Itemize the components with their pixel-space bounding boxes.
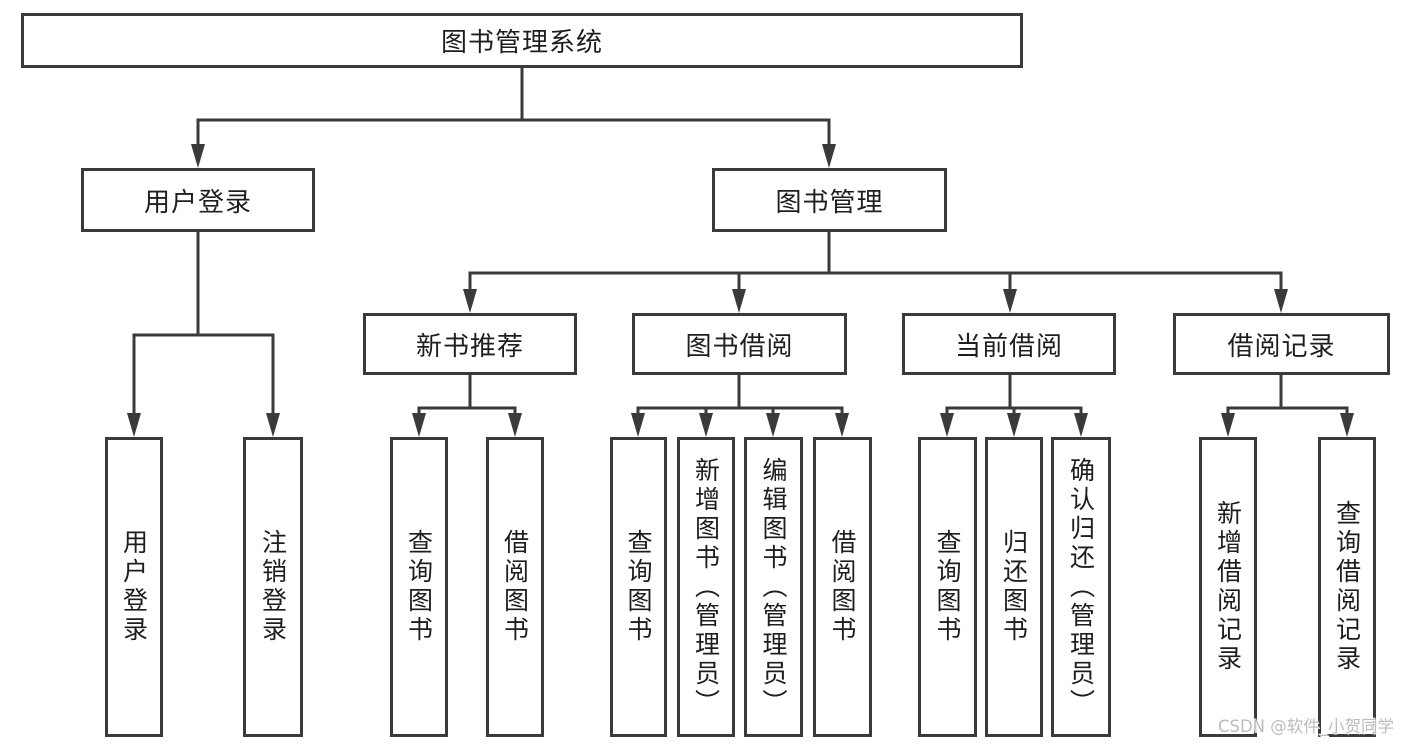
leaf-add-books-admin-label: 新增图书（管理员） [691,456,721,718]
leaf-add-borrow-record: 新增借阅记录 [1199,437,1257,737]
node-book-management: 图书管理 [712,168,947,232]
node-borrowing-records: 借阅记录 [1173,313,1390,375]
leaf-query-books-current: 查询图书 [918,437,977,737]
leaf-query-borrow-record: 查询借阅记录 [1318,437,1376,737]
node-current-borrowing-label: 当前借阅 [954,331,1063,362]
leaf-edit-books-admin: 编辑图书（管理员） [744,437,803,737]
leaf-query-books-recommend-label: 查询图书 [404,529,434,645]
leaf-return-books-label: 归还图书 [999,529,1029,645]
leaf-query-books-borrowing: 查询图书 [610,437,667,737]
node-library-system-label: 图书管理系统 [440,28,603,58]
leaf-borrow-books-borrowing-label: 借阅图书 [828,529,857,645]
leaf-user-login: 用户登录 [105,437,163,737]
leaf-borrow-books-recommend: 借阅图书 [486,437,544,737]
leaf-return-books: 归还图书 [985,437,1043,737]
leaf-logout: 注销登录 [243,437,303,737]
node-new-book-recommend: 新书推荐 [363,313,577,375]
node-user-login: 用户登录 [81,168,315,232]
leaf-query-borrow-record-label: 查询借阅记录 [1332,500,1362,674]
node-new-book-recommend-label: 新书推荐 [415,331,524,362]
node-book-management-label: 图书管理 [775,187,884,218]
leaf-query-books-borrowing-label: 查询图书 [624,529,653,645]
node-library-system: 图书管理系统 [21,13,1023,68]
node-borrowing-records-label: 借阅记录 [1227,331,1336,362]
leaf-add-borrow-record-label: 新增借阅记录 [1213,500,1243,674]
leaf-user-login-label: 用户登录 [119,529,149,645]
leaf-add-books-admin: 新增图书（管理员） [677,437,735,737]
leaf-query-books-recommend: 查询图书 [390,437,448,737]
leaf-edit-books-admin-label: 编辑图书（管理员） [759,456,788,718]
leaf-logout-label: 注销登录 [258,529,288,645]
leaf-borrow-books-borrowing: 借阅图书 [813,437,872,737]
leaf-query-books-current-label: 查询图书 [933,529,962,645]
node-book-borrowing-label: 图书借阅 [685,331,794,362]
leaf-confirm-return-admin: 确认归还（管理员） [1051,437,1111,737]
csdn-watermark: CSDN @软件_小贺同学 [1217,717,1394,736]
node-book-borrowing: 图书借阅 [632,313,847,375]
leaf-confirm-return-admin-label: 确认归还（管理员） [1066,456,1096,718]
node-current-borrowing: 当前借阅 [902,313,1116,375]
node-user-login-label: 用户登录 [143,187,252,218]
leaf-borrow-books-recommend-label: 借阅图书 [500,529,530,645]
